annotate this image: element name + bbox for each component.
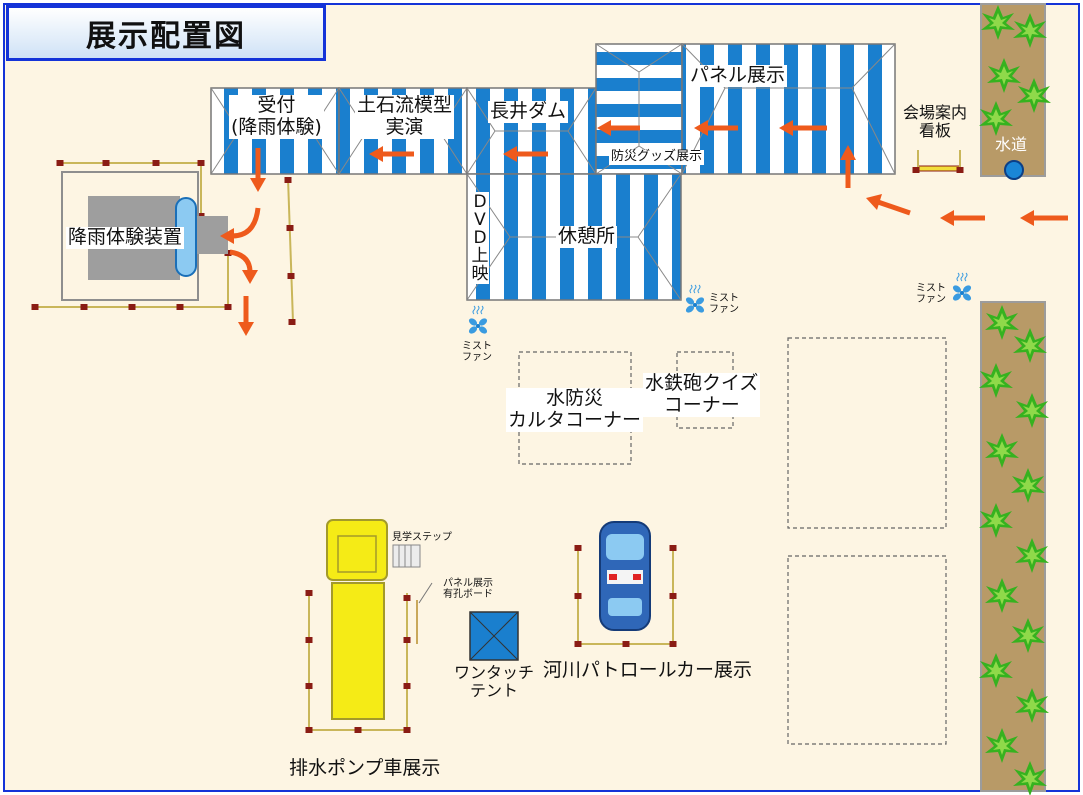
mist-fan-line1: ミスト [916, 283, 946, 294]
rain-device-label: 降雨体験装置 [66, 226, 185, 249]
karuta-corner-label: 水防災 カルタコーナー [506, 387, 644, 432]
mist-fan-line2: ファン [709, 304, 739, 315]
signboard-label: 会場案内 看板 [903, 103, 968, 141]
board-label: パネル展示 有孔ボード [443, 578, 493, 600]
board-line2: 有孔ボード [443, 589, 493, 600]
board-line1: パネル展示 [443, 578, 493, 589]
signboard-icon [912, 150, 964, 173]
patrol-car-area [574, 521, 677, 647]
map-title: 展示配置図 [86, 19, 246, 54]
karuta-corner-line1: 水防災 [546, 387, 604, 409]
mist-fan-line2: ファン [462, 352, 492, 363]
tent-dvd-label: DVD上映 [471, 192, 489, 284]
tent-nagai-dam-label: 長井ダム [488, 100, 569, 123]
visitor-flow-arrows [220, 120, 1068, 336]
step-label: 見学ステップ [392, 532, 452, 543]
pole-line [284, 177, 296, 325]
pump-truck-area [305, 519, 519, 733]
step-icon [392, 544, 421, 568]
tree-belt [979, 3, 1051, 795]
patrol-car-label: 河川パトロールカー展示 [543, 659, 753, 681]
quiz-corner-line2: コーナー [663, 393, 740, 416]
one-touch-tent-icon [469, 611, 519, 661]
map-title-box: 展示配置図 [6, 5, 326, 61]
mist-fan-line2: ファン [916, 294, 946, 305]
tent-bousai-goods-label: 防災グッズ展示 [609, 149, 705, 165]
mist-fan-label: ミスト ファン [709, 293, 739, 315]
mist-fan-line1: ミスト [462, 341, 492, 352]
tent-dosekiryu-line2: 実演 [385, 115, 424, 138]
signboard-line1: 会場案内 [903, 103, 968, 122]
mist-fan-label: ミスト ファン [916, 283, 946, 305]
one-touch-tent-label: ワンタッチ テント [454, 663, 535, 701]
tent-uketsuke-line1: 受付 [257, 94, 296, 116]
water-tap-icon [1004, 160, 1024, 180]
pump-truck-label: 排水ポンプ車展示 [289, 757, 441, 779]
tent-kyukeisho-label: 休憩所 [556, 225, 618, 248]
quiz-corner-label: 水鉄砲クイズ コーナー [643, 372, 761, 417]
tent-uketsuke-line2: (降雨体験) [231, 115, 322, 138]
one-touch-tent-line1: ワンタッチ [454, 663, 535, 682]
empty-zone [787, 555, 947, 745]
mist-fan-label: ミスト ファン [462, 341, 492, 363]
tent-dosekiryu-line1: 土石流模型 [357, 94, 453, 116]
one-touch-tent-line2: テント [470, 681, 519, 701]
patrol-car-icon [599, 521, 651, 631]
empty-zone [787, 337, 947, 529]
tent-uketsuke-label: 受付 (降雨体験) [229, 94, 324, 139]
quiz-corner-line1: 水鉄砲クイズ [645, 372, 759, 394]
tent-panel-label: パネル展示 [688, 64, 788, 87]
mist-fan-line1: ミスト [709, 293, 739, 304]
water-tap-label: 水道 [995, 135, 1028, 154]
tent-dosekiryu-label: 土石流模型 実演 [355, 94, 455, 139]
karuta-corner-line2: カルタコーナー [508, 408, 642, 431]
signboard-line2: 看板 [919, 121, 952, 141]
